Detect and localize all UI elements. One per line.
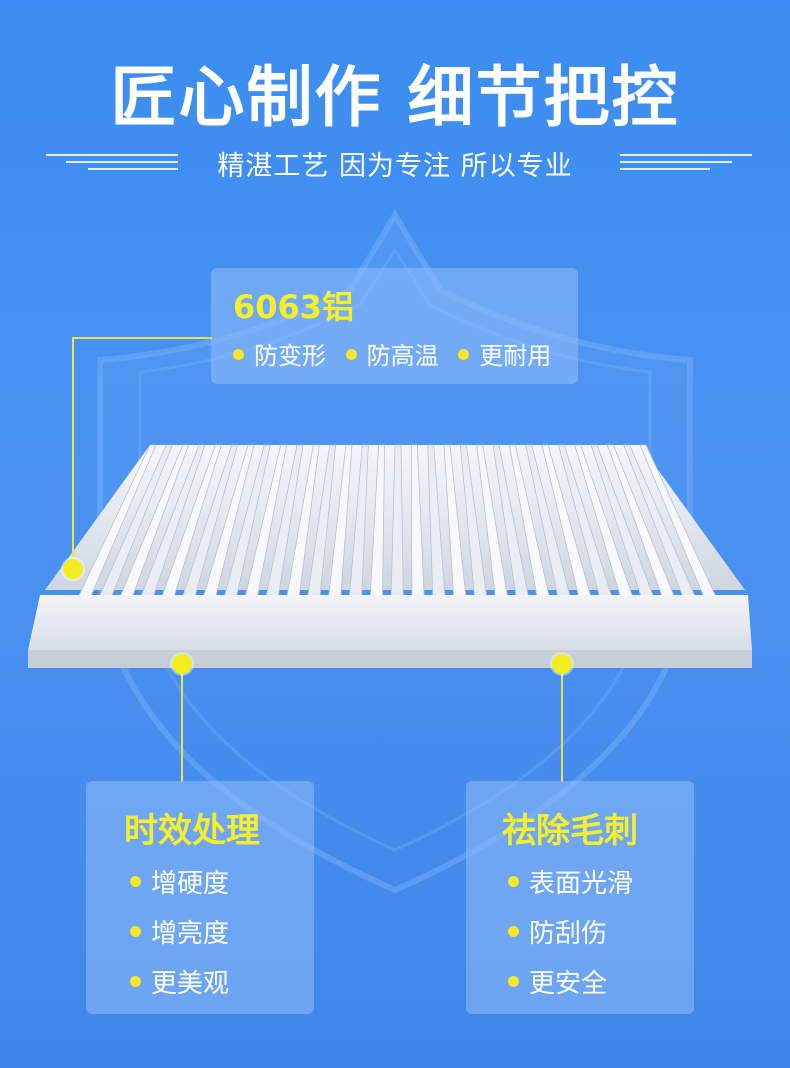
- left-decor-lines: [46, 154, 178, 175]
- dot-icon: [345, 348, 357, 360]
- left-item-1: 增硬度: [130, 863, 229, 900]
- marker-left: [172, 654, 192, 674]
- right-card-title: 祛除毛刺: [502, 811, 638, 851]
- dot-icon: [130, 976, 141, 987]
- connector-line-top-h: [72, 337, 212, 339]
- dot-icon: [130, 926, 141, 937]
- connector-line-left: [181, 664, 183, 782]
- left-feature-card: 时效处理 增硬度 增亮度 更美观: [86, 781, 314, 1014]
- top-item-1: 防变形: [233, 336, 326, 371]
- right-item-1: 表面光滑: [508, 863, 633, 900]
- top-item-3: 更耐用: [458, 336, 551, 371]
- right-item-2: 防刮伤: [508, 913, 607, 950]
- left-item-2: 增亮度: [130, 913, 229, 950]
- dot-icon: [130, 876, 141, 887]
- right-item-3: 更安全: [508, 963, 607, 1000]
- right-feature-card: 祛除毛刺 表面光滑 防刮伤 更安全: [466, 781, 694, 1014]
- left-item-3: 更美观: [130, 963, 229, 1000]
- dot-icon: [458, 348, 470, 360]
- right-decor-lines: [620, 154, 752, 175]
- connector-line-top-v: [72, 337, 74, 569]
- dot-icon: [508, 926, 519, 937]
- page-title: 匠心制作 细节把控: [110, 59, 680, 136]
- dot-icon: [233, 348, 244, 360]
- page-subtitle: 精湛工艺 因为专注 所以专业: [217, 151, 573, 182]
- top-item-2: 防高温: [345, 336, 439, 371]
- marker-top: [63, 559, 83, 579]
- dot-icon: [508, 976, 519, 987]
- connector-line-right: [561, 664, 563, 782]
- top-card-items: 防变形 防高温 更耐用: [233, 336, 563, 371]
- left-card-title: 时效处理: [124, 811, 260, 851]
- subtitle-row: 精湛工艺 因为专注 所以专业: [0, 140, 790, 182]
- dot-icon: [508, 876, 519, 887]
- top-feature-card: 6063铝 防变形 防高温 更耐用: [211, 268, 578, 384]
- top-card-title: 6063铝: [233, 288, 355, 326]
- marker-right: [552, 654, 572, 674]
